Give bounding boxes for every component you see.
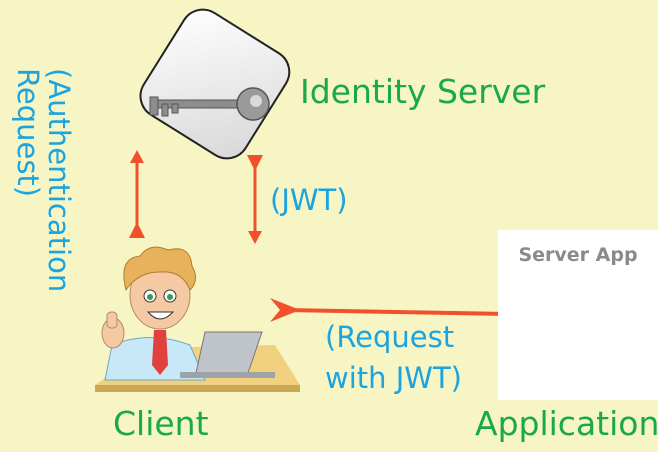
auth-request-line1: (Authentication <box>42 68 76 293</box>
identity-server-tile <box>139 8 291 160</box>
request-line2: with JWT) <box>325 361 462 395</box>
jwt-arrow <box>247 155 263 244</box>
request-with-jwt-label: (Request with JWT) <box>325 317 462 399</box>
server-app-title: Server App <box>518 244 638 266</box>
request-line1: (Request <box>325 320 455 354</box>
identity-server-label: Identity Server <box>300 72 546 111</box>
auth-request-line2: Request) <box>11 68 45 198</box>
client-illustration <box>95 246 300 392</box>
jwt-label: (JWT) <box>270 183 348 217</box>
auth-request-arrow <box>129 150 145 238</box>
key-icon <box>149 87 270 121</box>
server-app-card: Server App <box>498 230 658 400</box>
auth-request-label: (Authentication Request) <box>10 68 76 303</box>
client-label: Client <box>113 404 209 443</box>
application-label: Application <box>475 404 658 443</box>
